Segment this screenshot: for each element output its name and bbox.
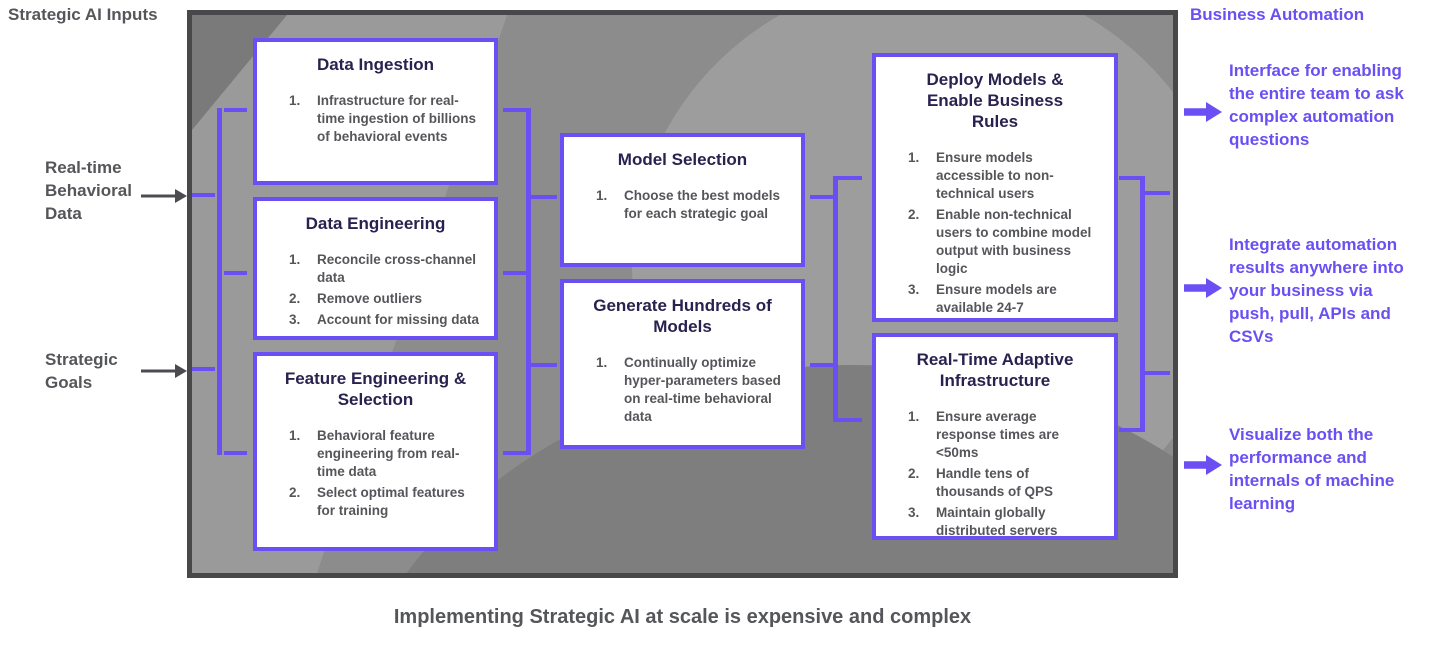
card-list: Infrastructure for real-time ingestion o… bbox=[267, 92, 484, 146]
card-title: Model Selection bbox=[617, 150, 748, 169]
list-item-text: Choose the best models for each strategi… bbox=[624, 188, 781, 221]
output-arrow-icon bbox=[1184, 455, 1222, 475]
input-label-strategic-goals: Strategic Goals bbox=[45, 350, 118, 392]
list-item: Maintain globally distributed servers bbox=[908, 504, 1100, 540]
card-data-engineering: Data Engineering Reconcile cross-channel… bbox=[253, 197, 498, 340]
input-label-behavioral-data: Real-time Behavioral Data bbox=[45, 158, 132, 223]
connector-spine bbox=[1140, 176, 1145, 432]
list-item: Behavioral feature engineering from real… bbox=[289, 427, 480, 481]
card-model-selection: Model Selection Choose the best models f… bbox=[560, 133, 805, 267]
card-list: Continually optimize hyper-parameters ba… bbox=[574, 354, 791, 426]
right-arrow-icon bbox=[141, 189, 187, 203]
card-list: Choose the best models for each strategi… bbox=[574, 187, 791, 223]
card-title: Data Ingestion bbox=[316, 55, 435, 74]
connector-spine bbox=[833, 176, 838, 422]
card-feature-engineering: Feature Engineering & Selection Behavior… bbox=[253, 352, 498, 551]
outputs-title: Business Automation bbox=[1190, 5, 1365, 24]
right-arrow-icon bbox=[141, 364, 187, 378]
connector-stub bbox=[838, 176, 862, 180]
list-item: Account for missing data bbox=[289, 311, 480, 329]
card-deploy-models: Deploy Models & Enable Business Rules En… bbox=[872, 53, 1118, 322]
card-title: Data Engineering bbox=[305, 214, 446, 233]
list-item-text: Enable non-technical users to combine mo… bbox=[936, 207, 1092, 276]
card-list: Ensure average response times are <50ms … bbox=[886, 408, 1104, 540]
connector-stub bbox=[1145, 371, 1170, 375]
list-item: Handle tens of thousands of QPS bbox=[908, 465, 1100, 501]
list-item: Enable non-technical users to combine mo… bbox=[908, 206, 1100, 278]
connector-stub bbox=[531, 195, 557, 199]
list-item-text: Ensure models are available 24-7 bbox=[936, 282, 1057, 315]
list-item-text: Handle tens of thousands of QPS bbox=[936, 466, 1054, 499]
list-item-text: Infrastructure for real-time ingestion o… bbox=[317, 93, 477, 144]
list-item-text: Remove outliers bbox=[317, 291, 423, 306]
output-arrow-icon bbox=[1184, 102, 1222, 122]
list-item-text: Continually optimize hyper-parameters ba… bbox=[624, 355, 781, 424]
list-item: Continually optimize hyper-parameters ba… bbox=[596, 354, 787, 426]
list-item-text: Ensure average response times are <50ms bbox=[936, 409, 1060, 460]
connector-stub bbox=[531, 363, 557, 367]
connector-stub bbox=[1145, 191, 1170, 195]
card-list: Ensure models accessible to non-technica… bbox=[886, 149, 1104, 317]
list-item-text: Behavioral feature engineering from real… bbox=[317, 428, 460, 479]
list-item-text: Account for missing data bbox=[317, 312, 480, 327]
connector-spine bbox=[217, 108, 222, 455]
list-item: Ensure average response times are <50ms bbox=[908, 408, 1100, 462]
list-item-text: Ensure models accessible to non-technica… bbox=[936, 150, 1054, 201]
output-text-integrate: Integrate automation results anywhere in… bbox=[1229, 235, 1404, 346]
card-title: Real-Time Adaptive Infrastructure bbox=[916, 350, 1074, 390]
list-item-text: Select optimal features for training bbox=[317, 485, 465, 518]
connector-stub bbox=[810, 195, 833, 199]
connector-stub bbox=[1119, 428, 1140, 432]
card-title: Generate Hundreds of Models bbox=[593, 296, 772, 336]
output-text-interface: Interface for enabling the entire team t… bbox=[1229, 61, 1404, 149]
list-item: Infrastructure for real-time ingestion o… bbox=[289, 92, 480, 146]
card-realtime-infrastructure: Real-Time Adaptive Infrastructure Ensure… bbox=[872, 333, 1118, 540]
connector-input-dash bbox=[192, 193, 215, 197]
inputs-title: Strategic AI Inputs bbox=[8, 5, 158, 24]
connector-stub bbox=[224, 451, 247, 455]
connector-spine bbox=[526, 108, 531, 455]
card-title: Deploy Models & Enable Business Rules bbox=[926, 70, 1064, 131]
card-title: Feature Engineering & Selection bbox=[284, 369, 467, 409]
connector-stub bbox=[810, 363, 833, 367]
list-item: Reconcile cross-channel data bbox=[289, 251, 480, 287]
card-list: Reconcile cross-channel data Remove outl… bbox=[267, 251, 484, 329]
connector-stub bbox=[503, 451, 526, 455]
connector-stub bbox=[1119, 176, 1140, 180]
list-item: Choose the best models for each strategi… bbox=[596, 187, 787, 223]
list-item: Remove outliers bbox=[289, 290, 480, 308]
connector-stub bbox=[224, 271, 247, 275]
list-item: Ensure models are available 24-7 bbox=[908, 281, 1100, 317]
connector-stub bbox=[503, 108, 526, 112]
list-item: Select optimal features for training bbox=[289, 484, 480, 520]
connector-stub bbox=[503, 271, 526, 275]
list-item-text: Maintain globally distributed servers bbox=[936, 505, 1058, 538]
list-item-text: Reconcile cross-channel data bbox=[317, 252, 477, 285]
connector-stub bbox=[838, 418, 862, 422]
output-arrow-icon bbox=[1184, 278, 1222, 298]
card-generate-models: Generate Hundreds of Models Continually … bbox=[560, 279, 805, 449]
card-data-ingestion: Data Ingestion Infrastructure for real-t… bbox=[253, 38, 498, 185]
connector-stub bbox=[224, 108, 247, 112]
caption: Implementing Strategic AI at scale is ex… bbox=[393, 606, 972, 628]
connector-input-dash bbox=[192, 367, 215, 371]
output-text-visualize: Visualize both the performance and inter… bbox=[1229, 425, 1395, 513]
list-item: Ensure models accessible to non-technica… bbox=[908, 149, 1100, 203]
card-list: Behavioral feature engineering from real… bbox=[267, 427, 484, 520]
